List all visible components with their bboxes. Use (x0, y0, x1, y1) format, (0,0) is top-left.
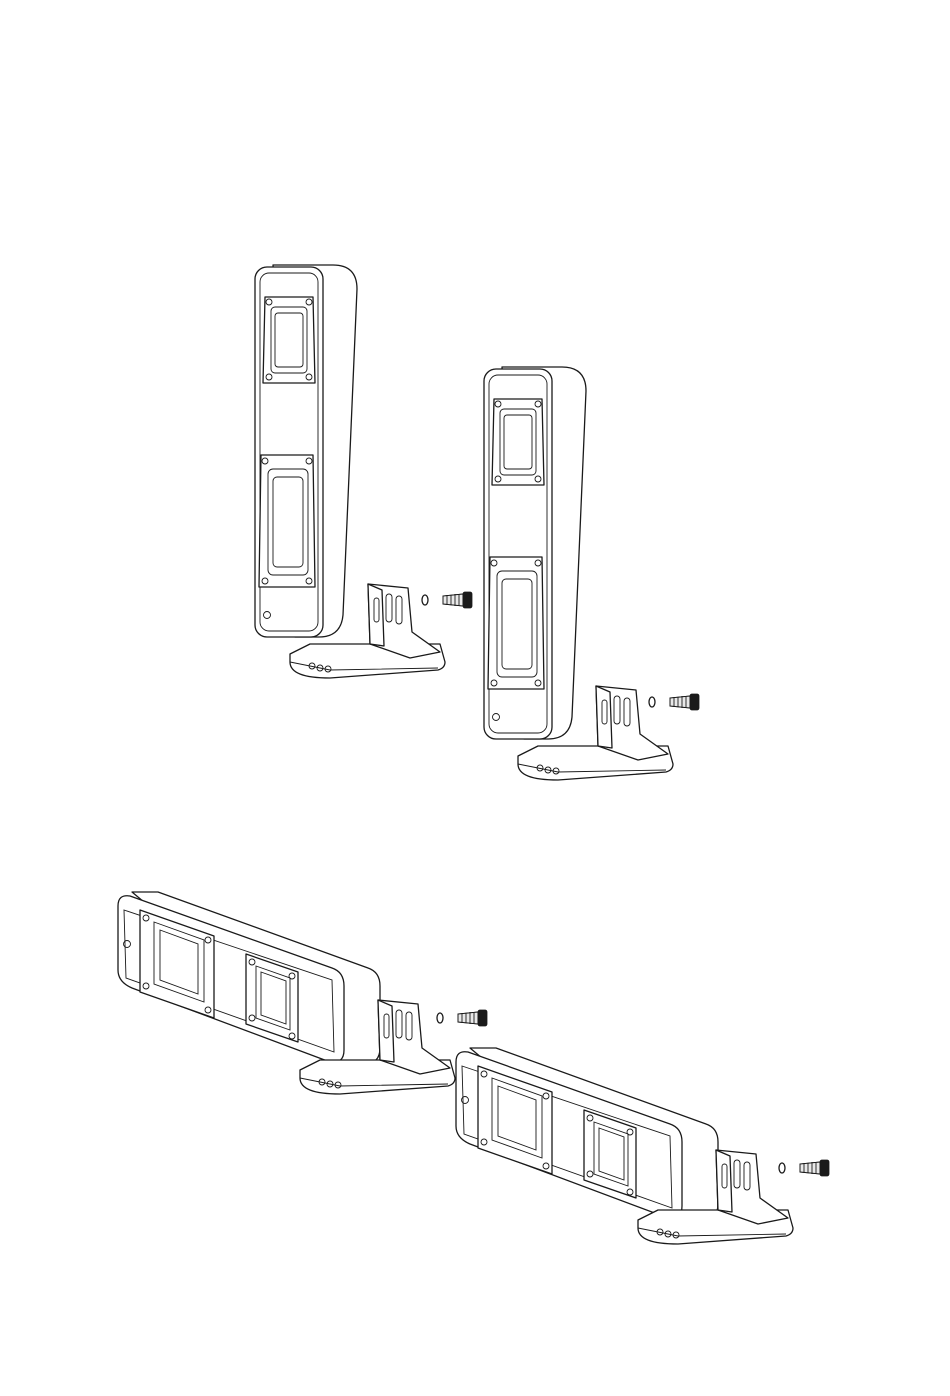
washer-and-screw (779, 1160, 829, 1176)
washer-and-screw (422, 592, 472, 608)
speaker-enclosure (118, 892, 380, 1064)
speaker-enclosure (255, 265, 357, 637)
speaker-enclosure (456, 1048, 718, 1220)
washer-and-screw (437, 1010, 487, 1026)
assembly-horizontal-right (456, 1048, 829, 1244)
assembly-vertical-right (484, 367, 699, 780)
assembly-vertical-left (255, 265, 472, 678)
speaker-enclosure (484, 367, 586, 739)
washer-and-screw (649, 694, 699, 710)
assembly-horizontal-left (118, 892, 487, 1094)
